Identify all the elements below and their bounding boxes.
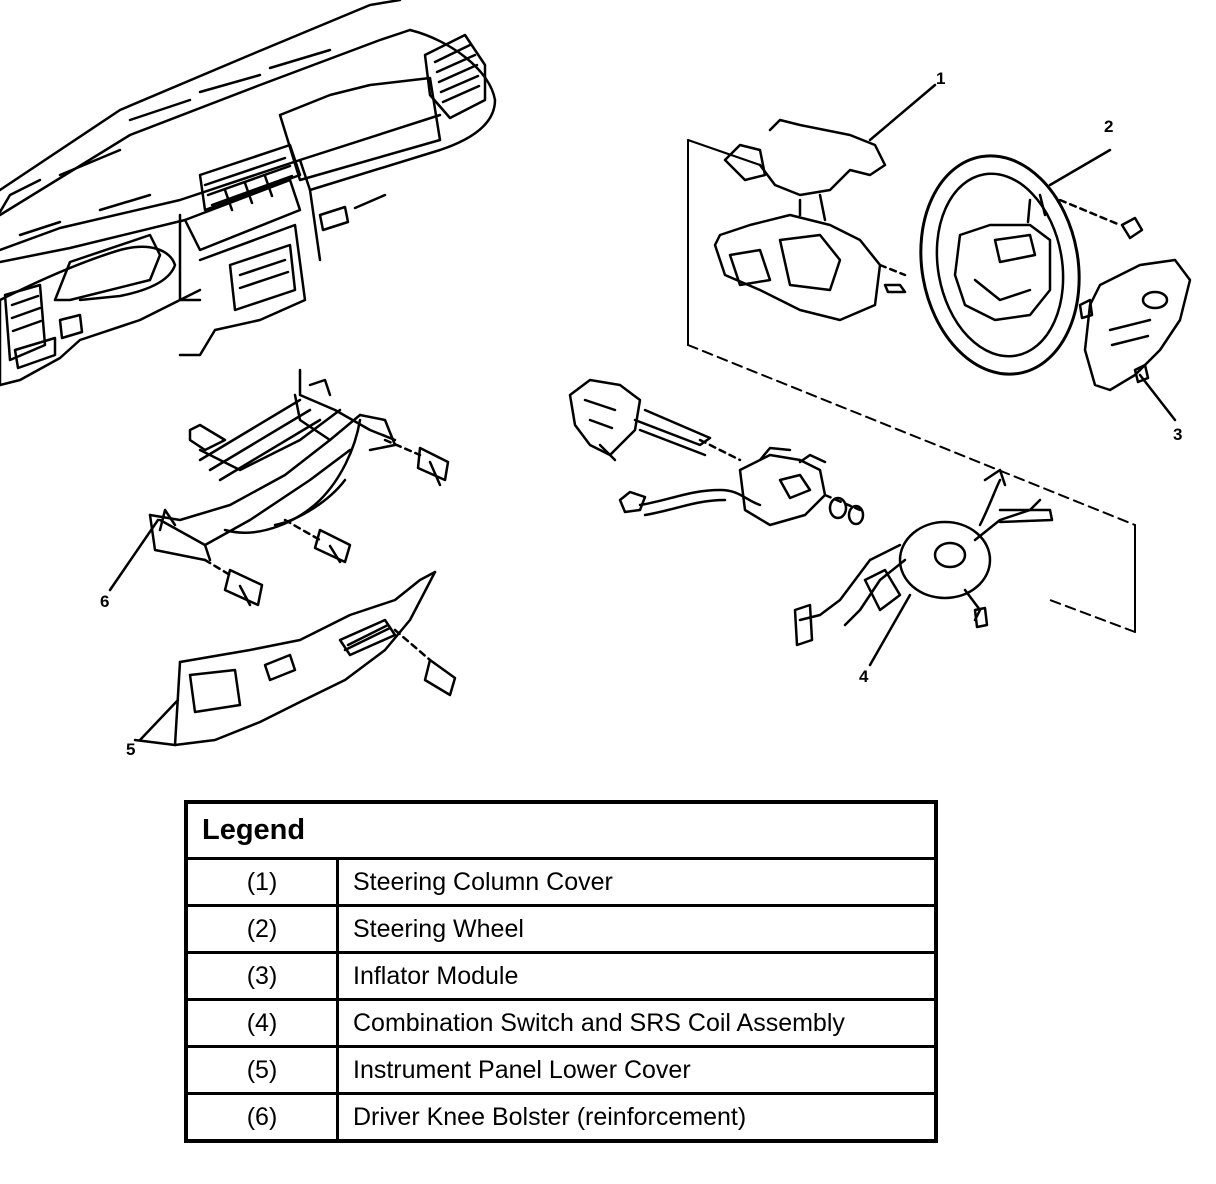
legend-number: (5)	[188, 1045, 339, 1094]
legend-number: (1)	[188, 858, 339, 906]
column-cover-illustration	[713, 83, 937, 322]
legend-number: (3)	[188, 951, 339, 1000]
legend-description: Inflator Module	[337, 951, 934, 1000]
legend-row: (5) Instrument Panel Lower Cover	[188, 1045, 934, 1094]
legend-description: Steering Column Cover	[353, 867, 613, 896]
legend-row: (4) Combination Switch and SRS Coil Asse…	[188, 998, 934, 1047]
lower-cover-illustration	[133, 570, 457, 747]
legend-row: (6) Driver Knee Bolster (reinforcement)	[188, 1092, 934, 1139]
callout-3: 3	[1173, 425, 1182, 444]
assembly-frame-illustration	[687, 139, 1136, 633]
legend-description: Steering Wheel	[337, 904, 934, 953]
combination-switch-illustration	[618, 446, 1054, 667]
legend-description: Instrument Panel Lower Cover	[337, 1045, 934, 1094]
legend-description: Driver Knee Bolster (reinforcement)	[337, 1092, 934, 1139]
legend-row: (2) Steering Wheel	[188, 904, 934, 953]
callout-2: 2	[1104, 117, 1113, 136]
legend-description: Combination Switch and SRS Coil Assembly	[337, 998, 934, 1047]
exploded-view-diagram: 1 2 3 4 5 6	[0, 0, 1192, 759]
legend-table: Legend (1) Steering Column Cover (2) Ste…	[184, 800, 938, 1143]
steering-wheel-illustration	[919, 148, 1144, 376]
callout-4: 4	[859, 667, 869, 686]
inflator-module-illustration	[1078, 258, 1192, 422]
callout-5: 5	[126, 740, 135, 759]
callout-1: 1	[936, 69, 945, 88]
legend-row: (3) Inflator Module	[188, 951, 934, 1000]
legend-number: (4)	[188, 998, 339, 1047]
instrument-panel-illustration	[0, 0, 497, 387]
legend-row: (1) Steering Column Cover	[188, 858, 934, 906]
steering-shaft-illustration	[568, 378, 742, 462]
legend-number: (6)	[188, 1092, 339, 1139]
knee-bolster-illustration	[108, 368, 450, 607]
legend-number: (2)	[188, 904, 339, 953]
callout-6: 6	[100, 592, 109, 611]
legend-title: Legend	[188, 804, 934, 860]
